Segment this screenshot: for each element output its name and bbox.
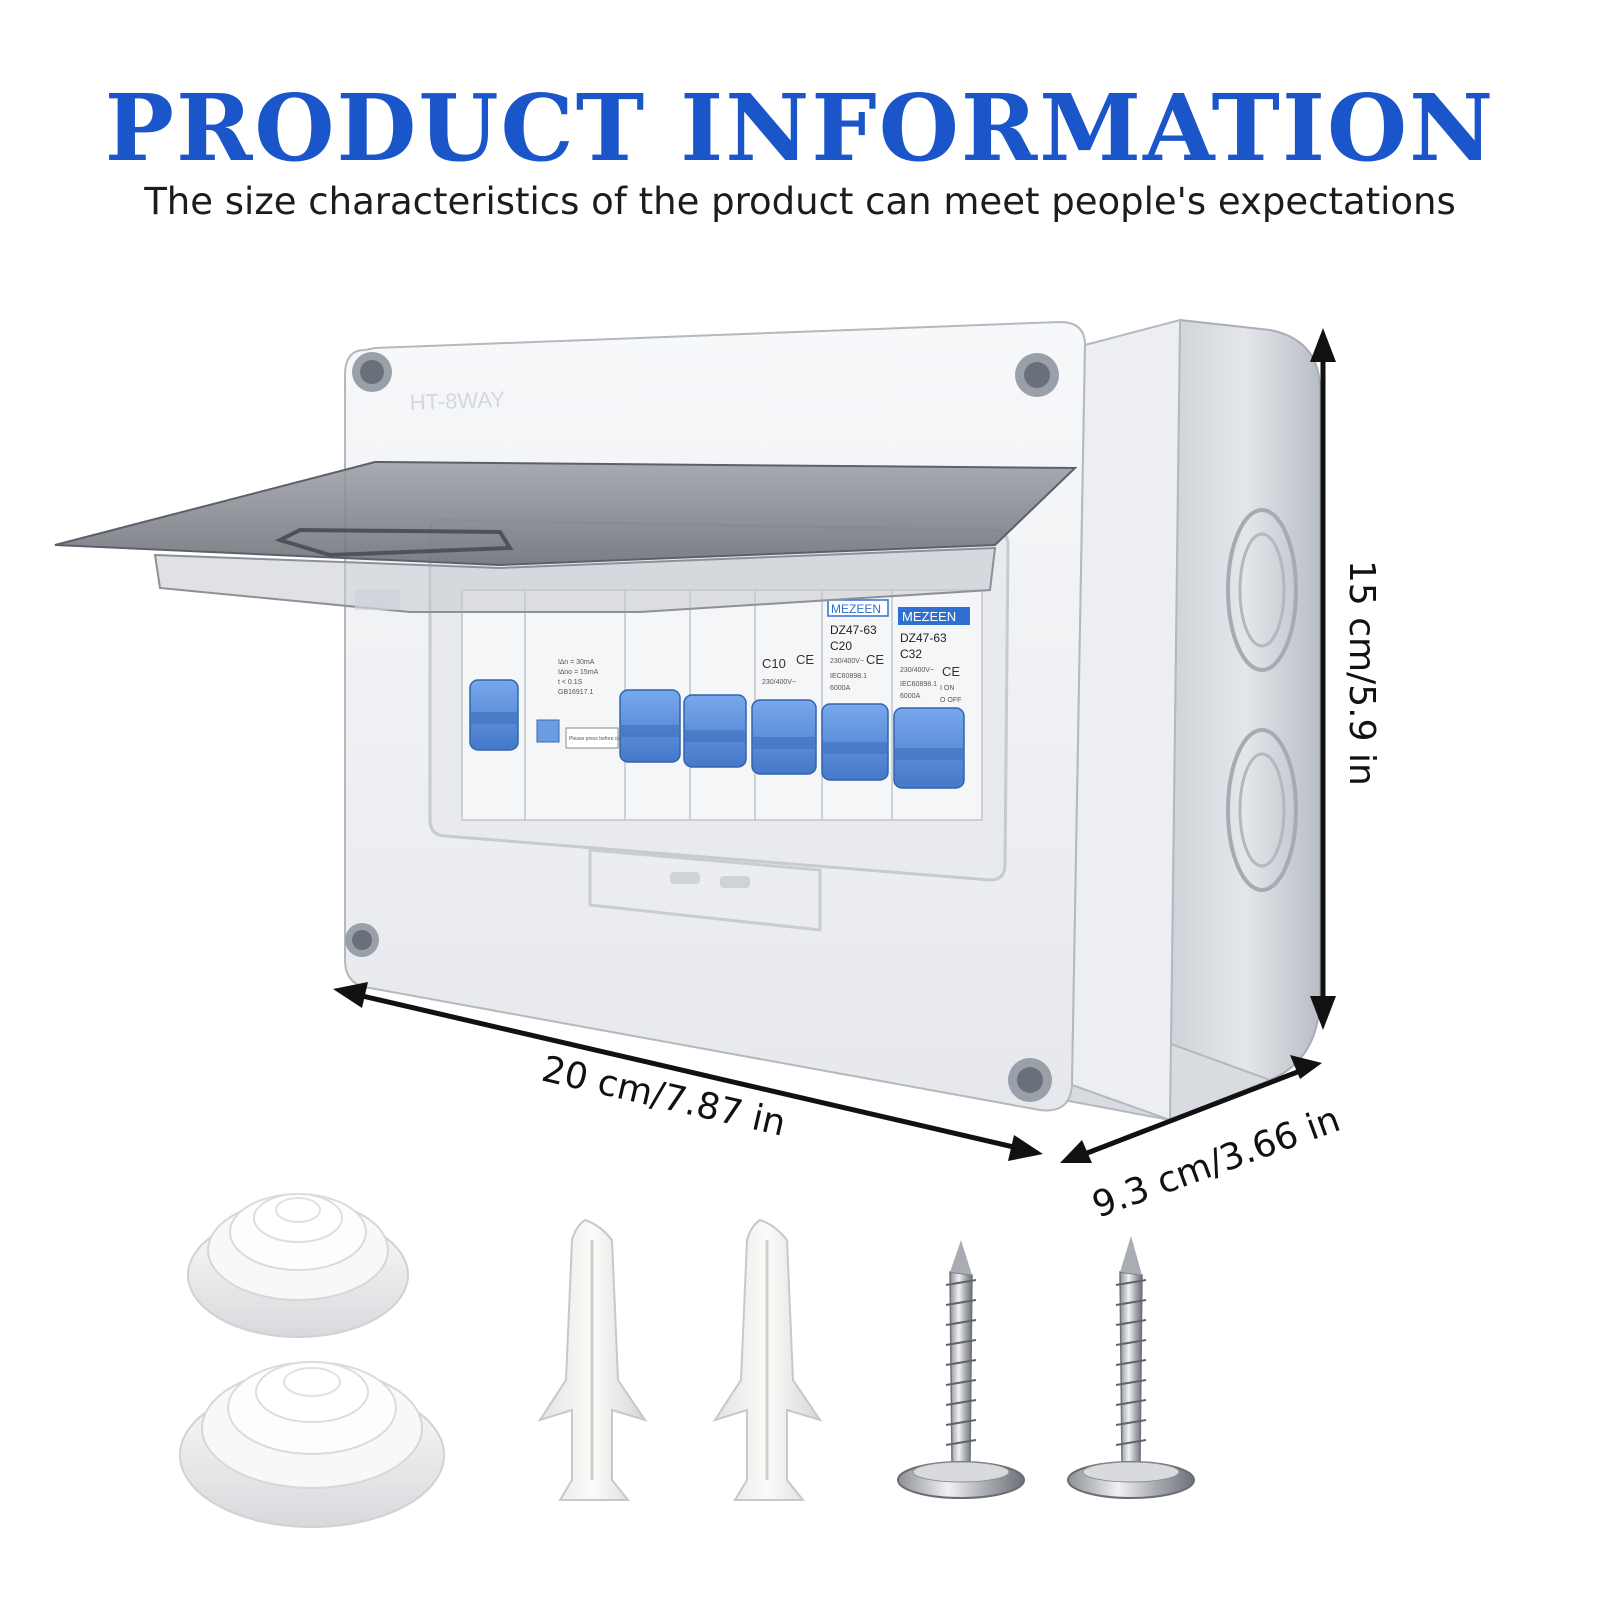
- depth-dimension-arrow: [1060, 1055, 1322, 1163]
- width-dimension-arrow: [333, 982, 1043, 1161]
- breaker-off-label: O OFF: [940, 697, 961, 704]
- transparent-lid: [54, 460, 1078, 613]
- breaker-voltage: 230/400V~: [830, 658, 864, 665]
- breaker-rating: C32: [900, 647, 922, 661]
- breaker-on-label: I ON: [940, 685, 954, 692]
- height-dimension-label: 15 cm/5.9 in: [1341, 560, 1382, 786]
- breaker-capacity: 6000A: [900, 693, 921, 700]
- rcd-spec: t < 0.1S: [558, 679, 583, 686]
- breaker-toggle: [751, 699, 817, 775]
- breaker-voltage: 230/400V~: [762, 679, 796, 686]
- breaker-ce: CE: [796, 652, 814, 667]
- breaker-brand: MEZEEN: [831, 602, 881, 616]
- screw-hole-icon: [1008, 1058, 1052, 1102]
- breaker-model: DZ47-63: [830, 623, 877, 637]
- wall-anchor-icon: [537, 1218, 648, 1501]
- breaker-capacity: 6000A: [830, 685, 851, 692]
- width-dimension-label: 20 cm/7.87 in: [538, 1049, 790, 1145]
- breaker-ce: CE: [942, 664, 960, 679]
- knockout-icon: [1226, 728, 1298, 892]
- breaker-ce: CE: [866, 652, 884, 667]
- breaker-toggle: [821, 703, 889, 781]
- breaker-rating: C10: [762, 656, 786, 671]
- breaker-model: DZ47-63: [900, 631, 947, 645]
- breaker-toggle: [619, 689, 681, 763]
- breaker-rating: C20: [830, 639, 852, 653]
- breaker-standard: IEC60898.1: [900, 681, 937, 688]
- height-dimension-arrow: [1310, 328, 1336, 1030]
- breaker-toggle: [683, 694, 747, 768]
- rcd-test-button: [536, 719, 560, 743]
- rcd-spec: GB16917.1: [558, 689, 594, 696]
- depth-dimension-label: 9.3 cm/3.66 in: [1087, 1099, 1345, 1226]
- screw-icon: [897, 1240, 1025, 1499]
- rubber-grommet-icon: [187, 1193, 409, 1338]
- embossed-label: HT-8WAY: [409, 387, 505, 415]
- rubber-grommet-icon: [179, 1361, 445, 1528]
- breaker-row: MEZEEN MEZEEN C10 230/400V~ CE DZ47-63 C…: [461, 589, 983, 821]
- breaker-brand: MEZEEN: [902, 609, 956, 624]
- rcd-spec: I∆n = 30mA: [558, 659, 595, 666]
- breaker-toggle: [893, 707, 965, 789]
- breaker-standard: IEC60898.1: [830, 673, 867, 680]
- rcd-spec: I∆no = 15mA: [558, 669, 599, 676]
- page-subtitle: The size characteristics of the product …: [144, 180, 1456, 223]
- knockout-icon: [1226, 508, 1298, 672]
- page-title: PRODUCT INFORMATION: [104, 74, 1496, 182]
- screw-icon: [1067, 1236, 1195, 1499]
- breaker-voltage: 230/400V~: [900, 667, 934, 674]
- screw-hole-icon: [352, 352, 392, 392]
- rcd-note: Please press before closing: [569, 736, 631, 742]
- screw-hole-icon: [1015, 353, 1059, 397]
- screw-hole-icon: [345, 923, 379, 957]
- wall-anchor-icon: [712, 1218, 823, 1501]
- breaker-toggle: [469, 679, 519, 751]
